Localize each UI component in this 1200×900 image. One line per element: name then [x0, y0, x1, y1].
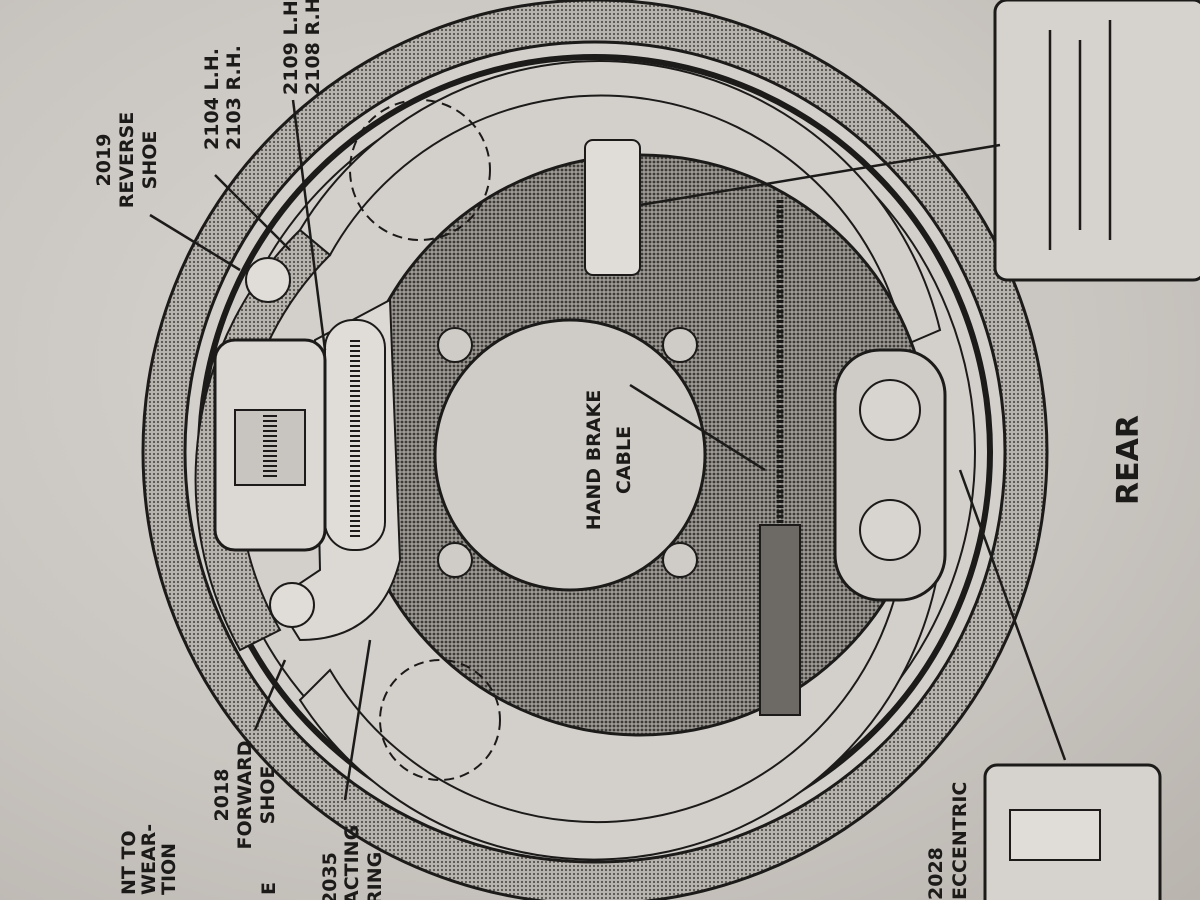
- svg-text:2104 L.H.: 2104 L.H.: [201, 48, 223, 150]
- svg-text:2028: 2028: [925, 847, 947, 900]
- label-part-2109: 2109 L.H. 2108 R.H.: [280, 0, 324, 95]
- svg-text:2035: 2035: [319, 852, 341, 900]
- svg-text:NT TO: NT TO: [118, 830, 140, 895]
- backing-plate: [348, 139, 947, 737]
- svg-text:2108 R.H.: 2108 R.H.: [302, 0, 324, 95]
- svg-text:TION: TION: [158, 843, 180, 895]
- cable-housing: [759, 524, 801, 716]
- label-part-2104: 2104 L.H. 2103 R.H.: [201, 45, 245, 150]
- label-forward-shoe: 2018 FORWARD SHOE: [211, 741, 279, 850]
- label-reverse-shoe: 2019 REVERSE SHOE: [93, 112, 161, 209]
- svg-text:ECCENTRIC: ECCENTRIC: [949, 782, 971, 900]
- svg-text:FORWARD: FORWARD: [234, 741, 256, 850]
- bolt-hole: [437, 327, 473, 363]
- inset-detail-bottom: [983, 763, 1162, 900]
- anchor-block: [584, 139, 641, 276]
- label-rear: REAR: [1111, 415, 1146, 505]
- svg-text:2019: 2019: [93, 134, 115, 187]
- label-partial-e: E: [258, 882, 280, 895]
- svg-text:SHOE: SHOE: [257, 766, 279, 825]
- inset-detail-top: [993, 0, 1200, 282]
- wheel-cylinder-assembly: [213, 99, 501, 781]
- svg-text:CABLE: CABLE: [613, 426, 635, 494]
- label-hand-brake-cable: HAND BRAKE CABLE: [583, 390, 635, 530]
- bolt-hole: [662, 542, 698, 578]
- svg-text:2018: 2018: [211, 769, 233, 822]
- svg-text:2103 R.H.: 2103 R.H.: [223, 45, 245, 150]
- leader-lines: [149, 99, 1067, 801]
- label-eccentric: 2028 ECCENTRIC: [925, 782, 971, 900]
- bolt-hole: [662, 327, 698, 363]
- svg-text:SHOE: SHOE: [139, 131, 161, 190]
- label-adjustment-note: NT TO WEAR- TION: [118, 824, 180, 895]
- hub-opening: [433, 318, 707, 592]
- eccentric: [859, 379, 921, 441]
- svg-text:2109 L.H.: 2109 L.H.: [280, 0, 302, 95]
- svg-text:HAND BRAKE: HAND BRAKE: [583, 390, 605, 530]
- svg-text:ACTING: ACTING: [341, 825, 363, 900]
- eccentric: [859, 499, 921, 561]
- bolt-hole: [437, 542, 473, 578]
- svg-text:WEAR-: WEAR-: [138, 824, 160, 895]
- svg-text:RING: RING: [364, 852, 386, 900]
- label-retracting-spring: 2035 ACTING RING: [319, 825, 386, 900]
- svg-text:REVERSE: REVERSE: [116, 112, 138, 209]
